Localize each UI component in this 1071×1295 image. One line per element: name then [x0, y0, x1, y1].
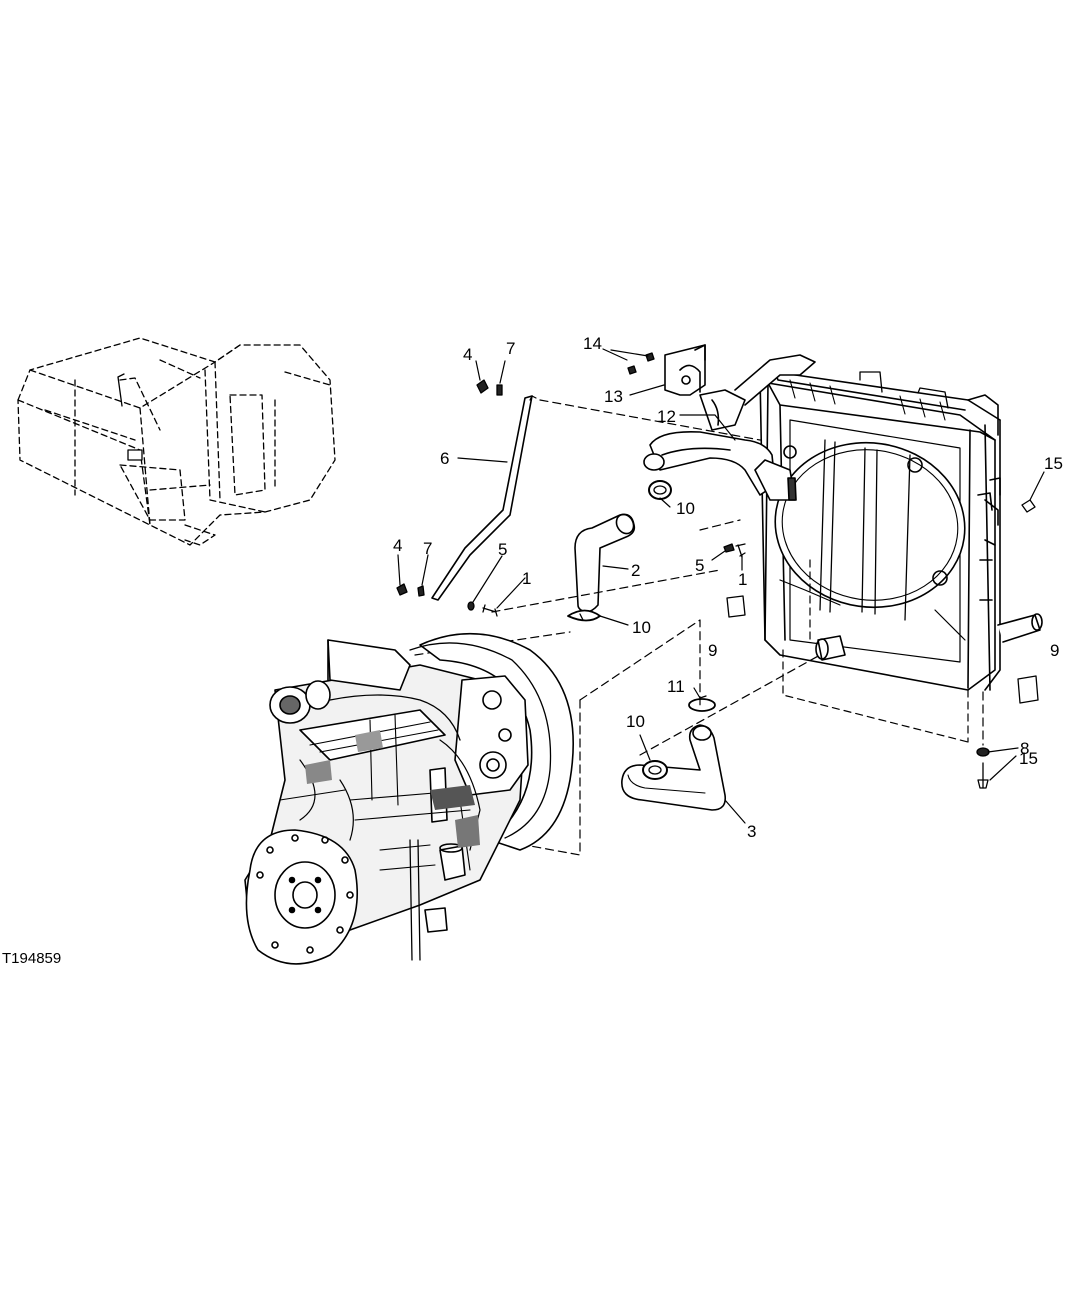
hardware-items	[396, 352, 1039, 789]
callout-9-left: 9	[708, 641, 718, 660]
callout-11: 11	[667, 677, 685, 696]
callout-7-lower: 7	[423, 539, 433, 558]
callout-4-lower: 4	[393, 536, 403, 555]
callout-1-lower: 1	[522, 569, 532, 588]
callout-10-lower: 10	[626, 712, 645, 731]
callout-15-upper: 15	[1044, 454, 1063, 473]
callout-1-right: 1	[738, 570, 748, 589]
figure-id: T194859	[2, 950, 62, 967]
bracket-13	[664, 344, 706, 396]
callout-7-upper: 7	[506, 339, 516, 358]
overflow-tube-6	[431, 395, 537, 601]
upper-hose	[643, 389, 797, 501]
engine-assembly	[244, 632, 574, 965]
callout-14: 14	[583, 334, 602, 353]
callout-4-upper: 4	[463, 345, 473, 364]
locator-highlight	[117, 373, 143, 461]
leader-lines	[397, 348, 1045, 824]
radiator-hose-2	[574, 513, 636, 613]
assembly-guide-lines	[414, 399, 984, 856]
callout-15-lower: 15	[1019, 749, 1038, 768]
callout-5-lower: 5	[498, 540, 508, 559]
radiator-assembly	[734, 354, 1043, 691]
callout-13: 13	[604, 387, 623, 406]
machine-locator-view	[17, 337, 336, 546]
radiator-guide-lines	[782, 559, 969, 743]
callout-9-right: 9	[1050, 641, 1060, 660]
callout-8: 8	[1020, 739, 1030, 758]
callout-10-upper: 10	[676, 499, 695, 518]
callout-10-middle: 10	[632, 618, 651, 637]
callout-2: 2	[631, 561, 641, 580]
callout-12: 12	[657, 407, 676, 426]
callout-6: 6	[440, 449, 450, 468]
callout-3: 3	[747, 822, 757, 841]
callout-5-right: 5	[695, 556, 705, 575]
radiator-hose-3	[621, 724, 727, 811]
